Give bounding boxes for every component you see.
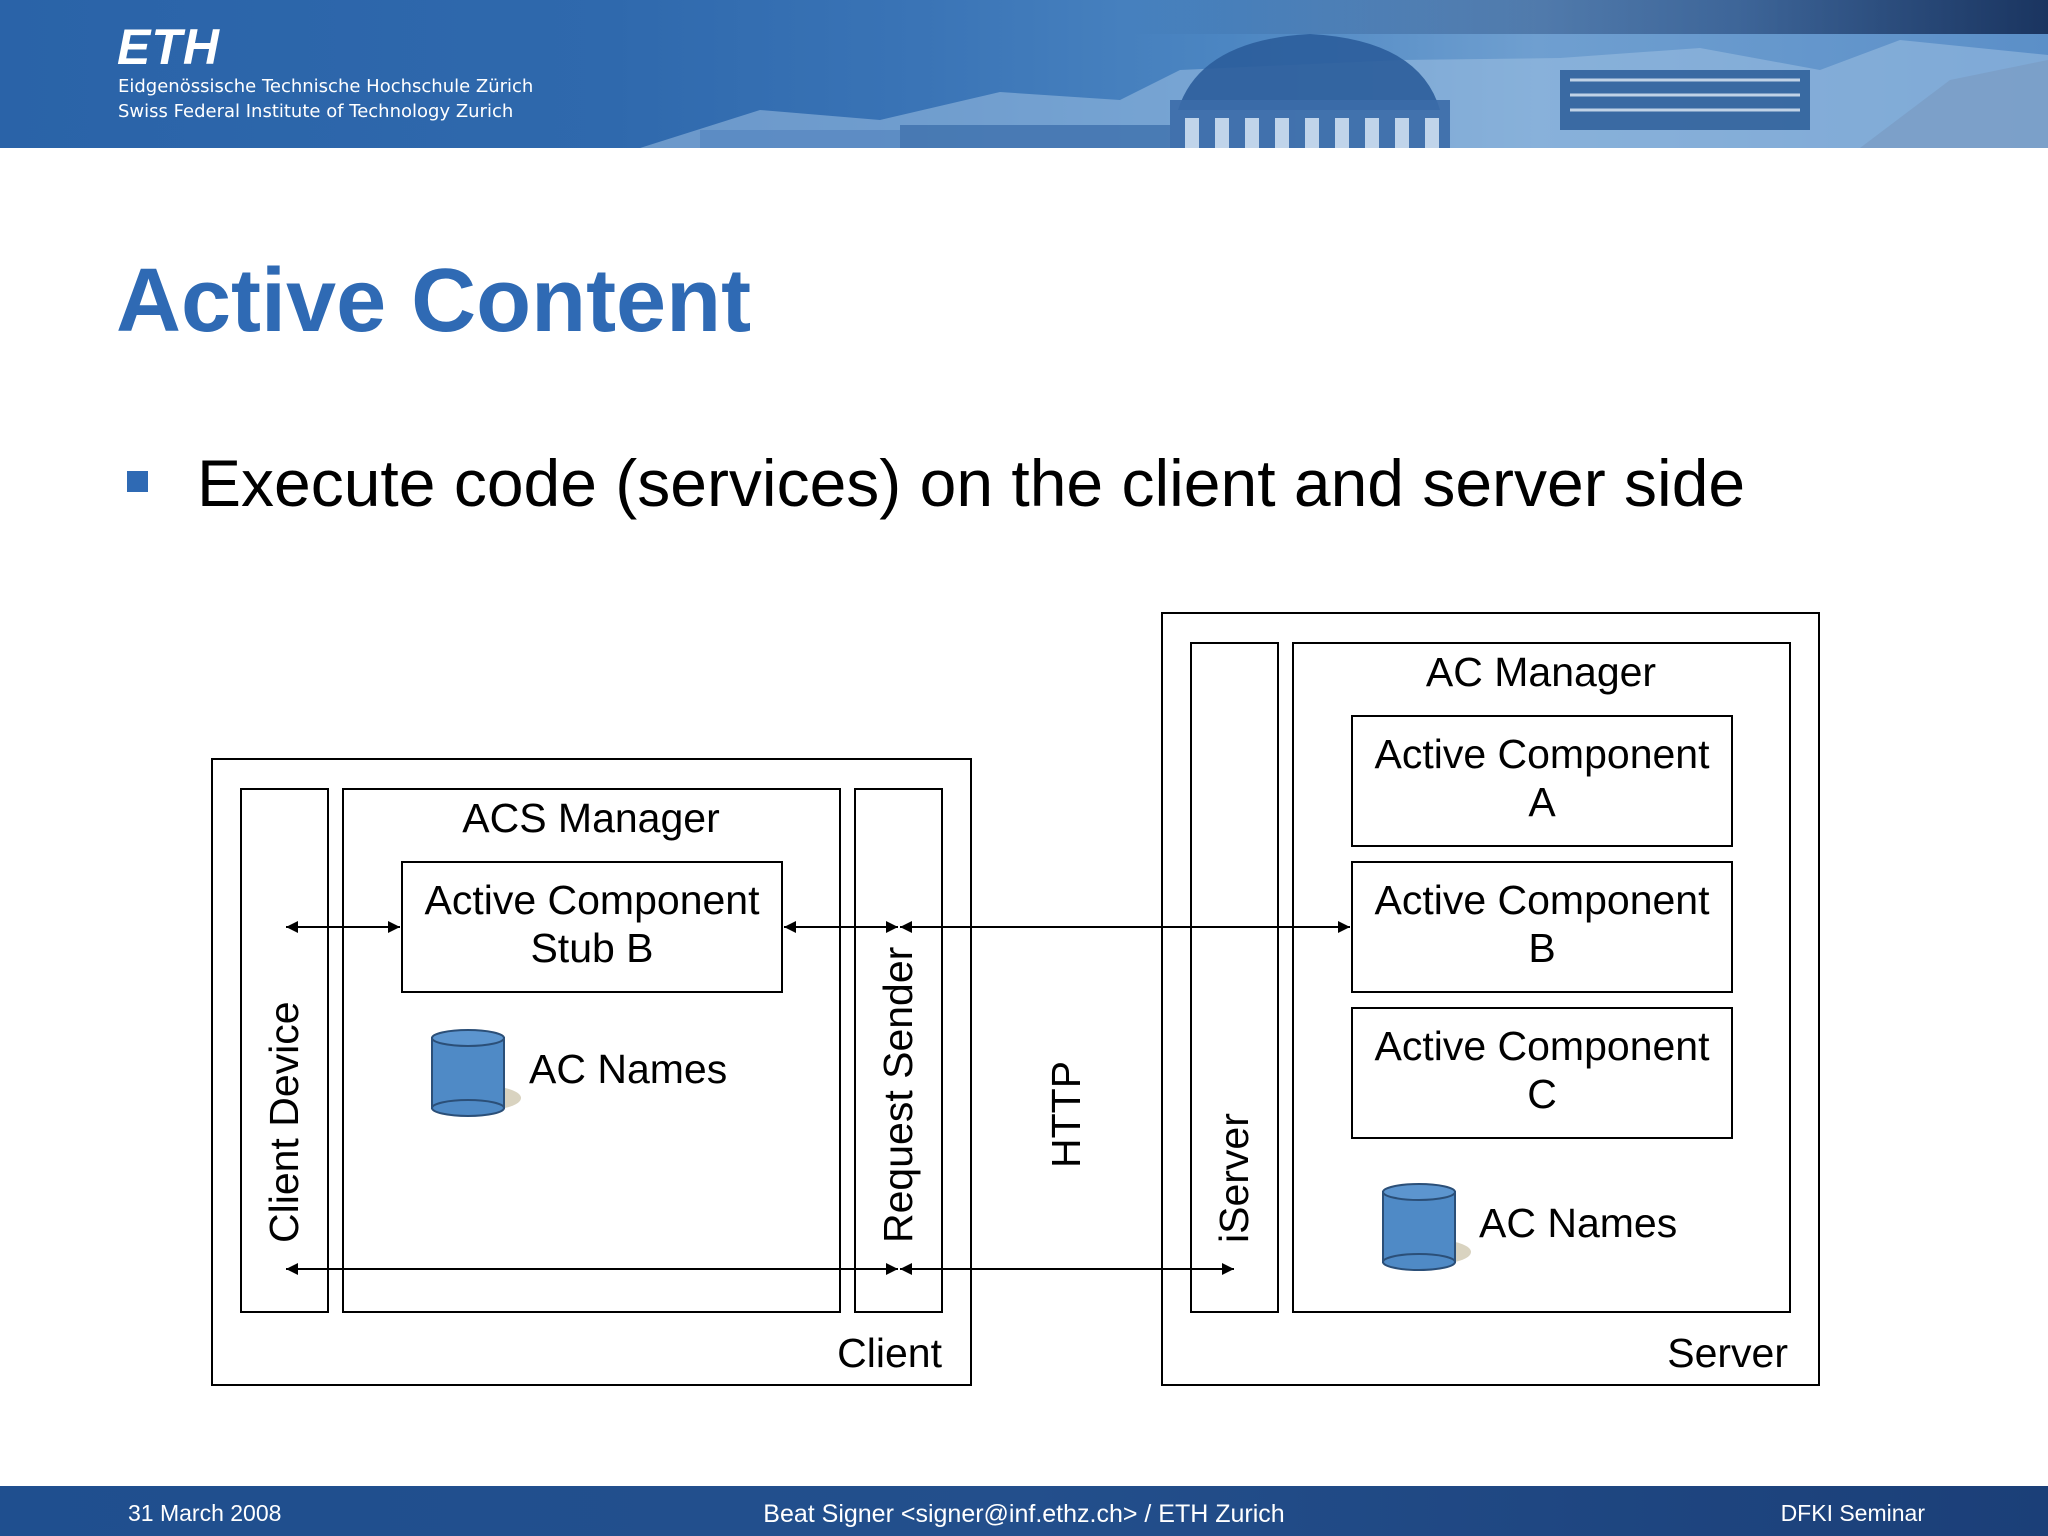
acs-manager-label: ACS Manager xyxy=(462,795,720,841)
iserver-label: iServer xyxy=(1211,1113,1257,1243)
server-database-icon xyxy=(1382,1183,1471,1271)
component-c-line1: Active Component xyxy=(1374,1023,1710,1069)
ac-manager-box xyxy=(1292,642,1791,1313)
institution-name-english: Swiss Federal Institute of Technology Zu… xyxy=(118,101,514,122)
footer-event: DFKI Seminar xyxy=(1780,1500,1925,1526)
ac-manager-label: AC Manager xyxy=(1426,649,1656,695)
http-label: HTTP xyxy=(1043,1061,1089,1168)
header-topband xyxy=(0,0,2048,34)
footer-bar: 31 March 2008 Beat Signer <signer@inf.et… xyxy=(0,1486,2048,1536)
client-ac-names-label: AC Names xyxy=(529,1046,727,1092)
request-sender-box xyxy=(854,788,943,1313)
component-stub-b-line1: Active Component xyxy=(424,877,760,923)
server-ac-names-label: AC Names xyxy=(1479,1200,1677,1246)
bullet-marker xyxy=(127,471,148,492)
header-banner: ETH Eidgenössische Technische Hochschule… xyxy=(0,0,2048,148)
client-device-label: Client Device xyxy=(261,1001,307,1243)
component-stub-b-box xyxy=(401,861,783,993)
component-stub-b-line2: Stub B xyxy=(530,925,653,971)
eth-building-photo xyxy=(640,34,2048,148)
component-c-line2: C xyxy=(1527,1071,1557,1117)
iserver-box xyxy=(1190,642,1279,1313)
client-device-box xyxy=(240,788,329,1313)
component-a-box xyxy=(1351,715,1733,847)
component-a-line2: A xyxy=(1528,779,1556,825)
slide-title: Active Content xyxy=(116,251,752,351)
footer-date: 31 March 2008 xyxy=(128,1500,282,1526)
eth-logo: ETH xyxy=(117,19,220,75)
component-b-line2: B xyxy=(1528,925,1555,971)
bullet-text: Execute code (services) on the client an… xyxy=(197,446,1746,520)
component-a-line1: Active Component xyxy=(1374,731,1710,777)
client-label: Client xyxy=(837,1330,942,1376)
component-c-box xyxy=(1351,1007,1733,1139)
client-box xyxy=(211,758,972,1386)
acs-manager-box xyxy=(342,788,841,1313)
request-sender-label: Request Sender xyxy=(875,947,921,1243)
client-database-icon xyxy=(431,1029,521,1117)
institution-name-german: Eidgenössische Technische Hochschule Zür… xyxy=(118,76,534,97)
component-b-line1: Active Component xyxy=(1374,877,1710,923)
footer-author: Beat Signer <signer@inf.ethz.ch> / ETH Z… xyxy=(763,1500,1285,1528)
server-label: Server xyxy=(1667,1330,1788,1376)
component-b-box xyxy=(1351,861,1733,993)
server-box xyxy=(1161,612,1820,1386)
